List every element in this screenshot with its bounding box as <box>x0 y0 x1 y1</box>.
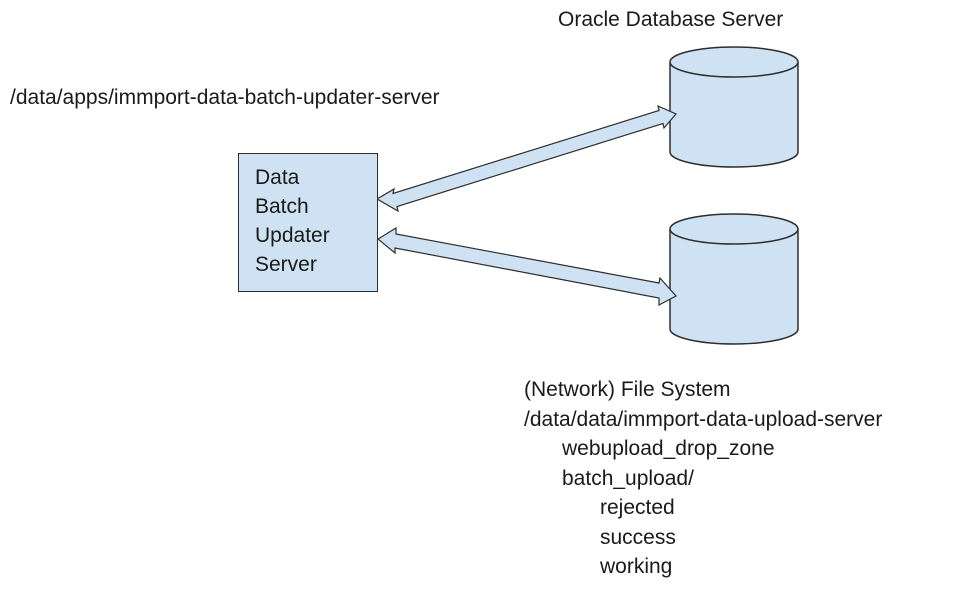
server-box-line: Data <box>255 166 300 189</box>
oracle-database-cylinder <box>669 46 799 168</box>
oracle-database-server-label: Oracle Database Server <box>558 8 784 31</box>
fs-folder-item: webupload_drop_zone <box>562 437 775 460</box>
server-box-line: Updater <box>255 224 330 247</box>
data-batch-updater-server-box: Data Batch Updater Server <box>238 153 378 292</box>
file-system-cylinder <box>669 213 799 345</box>
fs-subfolder-item: working <box>600 555 673 578</box>
fs-subfolder-item: rejected <box>600 496 675 519</box>
server-box-line: Server <box>255 253 317 276</box>
file-system-title: (Network) File System <box>524 378 731 401</box>
file-system-description: (Network) File System /data/data/immport… <box>524 375 882 582</box>
fs-subfolder-item: success <box>600 525 676 549</box>
file-system-path: /data/data/immport-data-upload-server <box>524 407 883 431</box>
server-box-line: Batch <box>255 195 309 218</box>
server-to-filesystem-double-arrow <box>376 226 677 306</box>
server-to-oracle-double-arrow <box>375 104 677 213</box>
fs-folder-item: batch_upload/ <box>562 466 694 490</box>
updater-server-path-label: /data/apps/immport-data-batch-updater-se… <box>10 86 440 109</box>
